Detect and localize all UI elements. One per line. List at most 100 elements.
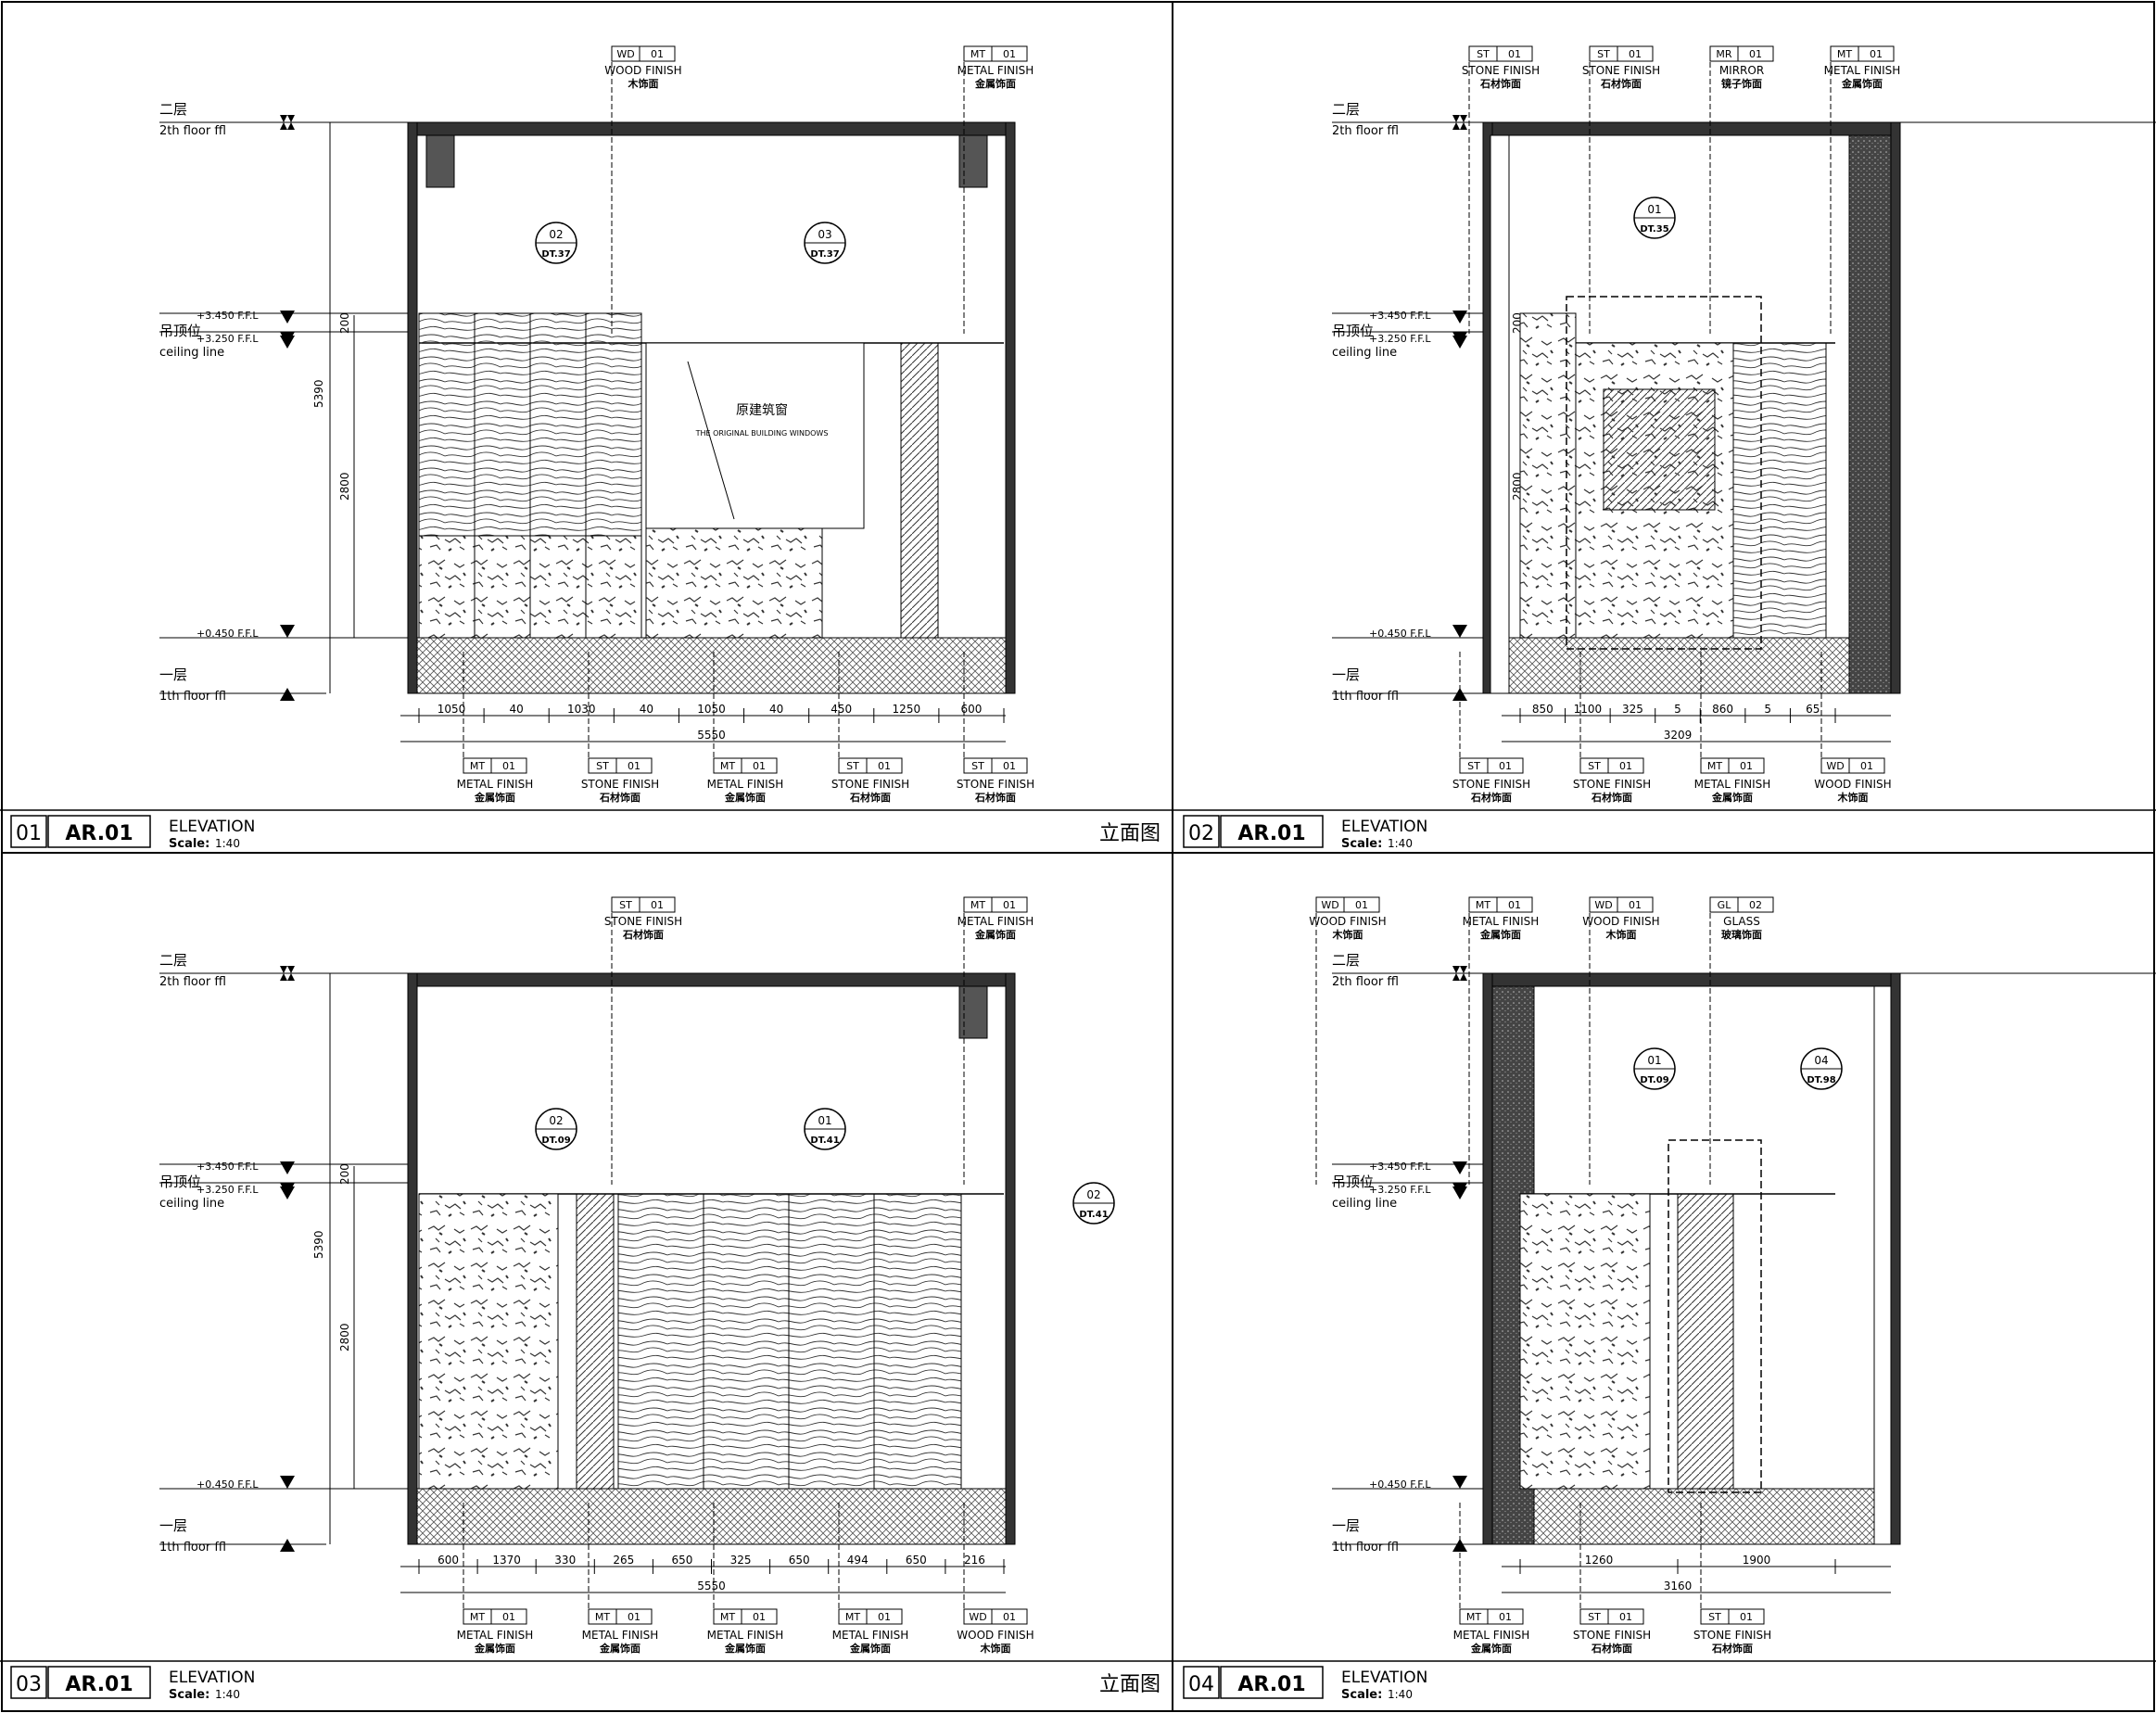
sheet-number-box [1220,815,1324,848]
tag-num-box [991,757,1028,774]
tag-num: 01 [1499,760,1512,772]
tag-code: MT [595,1611,610,1623]
hdim-total: 5550 [697,729,726,742]
tag-num-box [615,757,653,774]
tag-en: MIRROR [1719,64,1764,77]
hdim-value: 450 [831,703,852,716]
tag-cn: 石材饰面 [849,791,891,804]
tag-cn: 木饰面 [1332,928,1363,941]
tag-en: STONE FINISH [1452,778,1530,791]
floor-lower-label: 1th floor ffl [1332,690,1399,704]
tag-num: 01 [502,760,515,772]
tag-code: MT [845,1611,860,1623]
hdim-value: 40 [640,703,653,716]
level-marker-icon [1452,115,1467,130]
column-edge [1873,985,1892,1545]
scale-label: Scale: [169,837,209,851]
tag-num: 01 [878,1611,891,1623]
tag-num: 01 [1003,760,1016,772]
tag-num-box [639,896,676,913]
floor-upper-cn: 二层 [159,952,187,969]
tag-en: METAL FINISH [1463,915,1540,928]
floor-upper-cn: 二层 [159,101,187,118]
vdim-total: 5390 [312,379,325,408]
panel-number: 04 [1188,1673,1214,1696]
tag-num: 01 [1629,899,1642,911]
tag-num: 01 [1003,899,1016,911]
tag-num: 01 [1749,48,1762,60]
hdim-total: 3160 [1664,1580,1693,1592]
tag-num: 01 [1870,48,1883,60]
tag-code: ST [1588,1611,1601,1623]
tag-num: 01 [753,760,766,772]
sheet-number-box [47,815,151,848]
detail-box [1668,1139,1762,1493]
right-wall [1005,972,1016,1545]
panel-number: 01 [16,822,42,845]
hdim-value: 1050 [438,703,466,716]
floor-slab [1491,1488,1892,1545]
tag-cn: 镜子饰面 [1721,77,1762,90]
tag-en: METAL FINISH [457,778,534,791]
level-marker-icon [1452,1161,1467,1489]
tag-en: METAL FINISH [457,1629,534,1642]
tag-cn: 木饰面 [1605,928,1637,941]
tag-num: 01 [1499,1611,1512,1623]
level-marker-icon [280,1161,295,1489]
panel-number: 02 [1188,822,1214,845]
ceiling-slab [1482,121,1901,136]
wood-panel [1732,342,1827,639]
level-marker-icon [280,311,295,638]
elevation-cn-title: 立面图 [1099,822,1160,845]
hdim-value: 650 [671,1554,692,1567]
tag-en: WOOD FINISH [1814,778,1891,791]
tag-code: ST [1597,48,1610,60]
tag-num: 01 [628,1611,640,1623]
ladder [576,1193,615,1490]
tag-code: ST [596,760,609,772]
tag-num-box [866,1608,903,1625]
tag-en: METAL FINISH [958,915,1034,928]
ceiling-cn: 吊顶位 [159,323,201,339]
tag-en: WOOD FINISH [604,64,681,77]
tag-en: METAL FINISH [1694,778,1771,791]
hdim-value: 1260 [1585,1554,1614,1567]
tag-num: 02 [1749,899,1762,911]
tag-code: MT [1837,48,1852,60]
tag-en: STONE FINISH [1573,1629,1651,1642]
panel-number: 03 [16,1673,42,1696]
tag-en: METAL FINISH [1824,64,1901,77]
sheet-number-box [47,1666,151,1699]
level-b-label: +3.250 F.F.L [197,1184,259,1196]
elevation-title: ELEVATION [169,818,255,836]
level-b-label: +3.250 F.F.L [1369,333,1431,345]
hdim-value: 1100 [1574,703,1603,716]
tag-code: MT [970,899,985,911]
tag-cn: 金属饰面 [1479,928,1521,941]
tag-num-box [1737,896,1774,913]
tag-cn: 石材饰面 [1711,1642,1753,1655]
scale-label: Scale: [169,1688,209,1702]
tag-num-box [1487,757,1524,774]
level-b-label: +3.250 F.F.L [197,333,259,345]
tag-code: ST [1708,1611,1721,1623]
tag-en: WOOD FINISH [1309,915,1386,928]
hdim-total: 5550 [697,1580,726,1592]
scale-value: 1:40 [215,1688,240,1701]
sheet-number-box [1220,1666,1324,1699]
callout-ref: DT.37 [810,249,839,260]
tag-cn: 石材饰面 [1591,791,1632,804]
tag-cn: 玻璃饰面 [1721,928,1762,941]
